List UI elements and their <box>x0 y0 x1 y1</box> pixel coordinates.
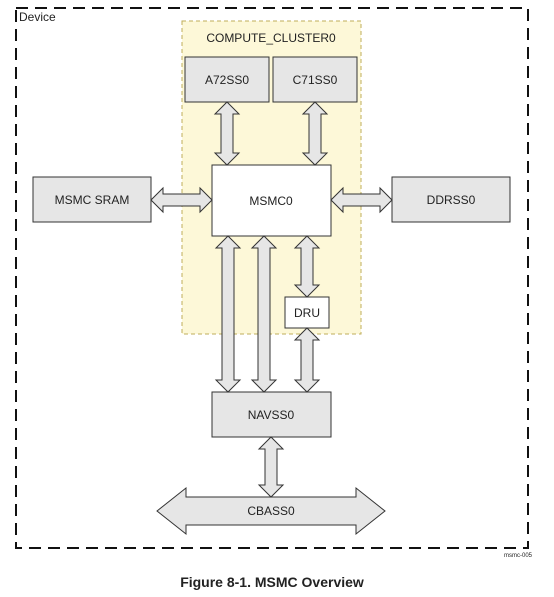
dru-navss0-arrow <box>293 327 321 393</box>
msmc-sram-label: MSMC SRAM <box>55 193 130 207</box>
cbass0-label: CBASS0 <box>247 504 295 518</box>
navss0-block <box>211 391 332 438</box>
c71ss0-label: C71SS0 <box>293 73 338 87</box>
navss0-cbass0-arrow <box>257 436 285 498</box>
ddrss0-block <box>391 176 511 223</box>
msmc0-navss0-arrow-1 <box>214 235 242 393</box>
device-boundary <box>15 7 529 549</box>
navss0-label: NAVSS0 <box>248 408 295 422</box>
a72ss0-label: A72SS0 <box>205 73 249 87</box>
msmc0-ddrss0-arrow <box>330 186 393 214</box>
figure-id: msmc-005 <box>504 553 533 559</box>
sram-msmc0-arrow <box>150 186 213 214</box>
msmc0-block <box>211 164 332 237</box>
device-label: Device <box>19 10 56 24</box>
c71ss0-block <box>272 56 358 103</box>
figure-caption: Figure 8-1. MSMC Overview <box>180 574 364 590</box>
compute-cluster-label: COMPUTE_CLUSTER0 <box>206 31 336 45</box>
a72ss0-msmc0-arrow <box>213 101 241 166</box>
msmc0-navss0-arrow-2 <box>250 235 278 393</box>
msmc0-dru-arrow <box>293 235 321 298</box>
ddrss0-label: DDRSS0 <box>427 193 476 207</box>
cbass0-bus-arrow <box>156 486 386 536</box>
msmc0-label: MSMC0 <box>249 194 293 208</box>
msmc-sram-block <box>32 176 152 223</box>
a72ss0-block <box>184 56 270 103</box>
c71ss0-msmc0-arrow <box>301 101 329 166</box>
dru-label: DRU <box>294 306 320 320</box>
